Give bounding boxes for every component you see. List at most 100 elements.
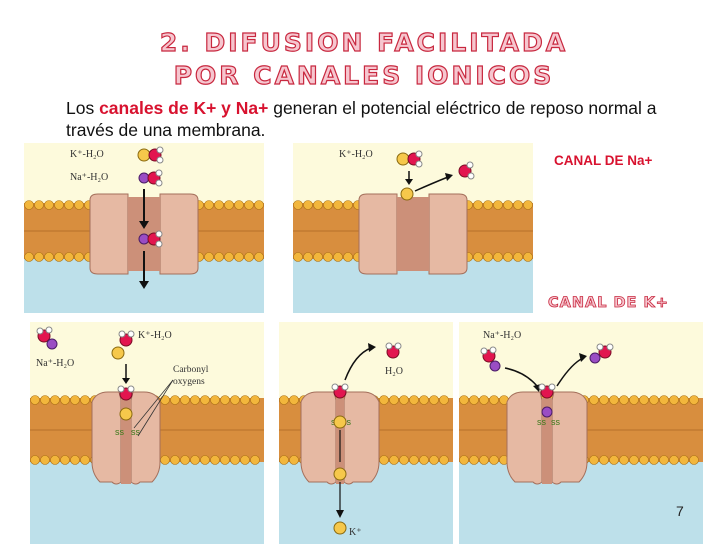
lipid-head — [24, 252, 34, 262]
lipid-head — [254, 252, 264, 262]
h2o-label: H₂O — [385, 366, 403, 377]
lipid-head — [483, 200, 493, 210]
na-ion-at-filter — [538, 383, 556, 418]
lipid-head — [523, 200, 533, 210]
lipid-head — [513, 200, 523, 210]
k-ion-entering — [117, 385, 135, 421]
lipid-head — [379, 395, 389, 405]
lipid-head — [30, 455, 40, 465]
lipid-head — [210, 395, 220, 405]
lipid-head — [399, 455, 409, 465]
lipid-head — [293, 252, 303, 262]
lipid-head — [503, 200, 513, 210]
lipid-head — [30, 395, 40, 405]
lipid-head — [599, 455, 609, 465]
lipid-head — [689, 455, 699, 465]
intro-suffix: generan el potencial eléctrico de reposo… — [66, 98, 657, 140]
lipid-head — [40, 455, 50, 465]
lipid-head — [303, 200, 313, 210]
lipid-head — [503, 252, 513, 262]
lipid-head — [689, 395, 699, 405]
na-channel-label: CANAL DE Na+ — [554, 153, 653, 168]
extracellular-space — [279, 322, 453, 398]
lipid-head — [323, 252, 333, 262]
lipid-head — [40, 395, 50, 405]
channel-protein-left — [89, 193, 129, 275]
lipid-head — [473, 252, 483, 262]
lipid-head — [479, 455, 489, 465]
channel-pore — [397, 197, 429, 271]
rejected-na-ion — [589, 343, 614, 364]
k-h2o-label: K⁺-H₂O — [70, 149, 104, 160]
lipid-head — [244, 252, 254, 262]
bottom-panel-2: ss ss H₂O K⁺ — [279, 322, 453, 544]
lipid-head — [54, 252, 64, 262]
k-h2o-label: K⁺-H₂O — [339, 149, 373, 160]
lipid-head — [649, 395, 659, 405]
lipid-head — [289, 455, 299, 465]
lipid-head — [254, 200, 264, 210]
lipid-head — [190, 395, 200, 405]
lipid-head — [74, 252, 84, 262]
lipid-head — [234, 252, 244, 262]
intro-prefix: Los — [66, 98, 100, 118]
lipid-head — [333, 200, 343, 210]
lipid-head — [639, 455, 649, 465]
lipid-head — [224, 252, 234, 262]
lipid-head — [639, 395, 649, 405]
pointer-line — [133, 379, 174, 429]
lipid-head — [609, 455, 619, 465]
lipid-head — [204, 200, 214, 210]
bottom-panel-3: ss ss Na⁺-H₂O — [459, 322, 703, 544]
lipid-head — [513, 252, 523, 262]
lipid-head — [343, 252, 353, 262]
lipid-head — [200, 455, 210, 465]
k-h2o-label: K⁺-H₂O — [138, 330, 172, 341]
lipid-head — [343, 200, 353, 210]
lipid-head — [303, 252, 313, 262]
lipid-head — [493, 252, 503, 262]
flow-arrow — [504, 367, 538, 387]
lipid-head — [214, 252, 224, 262]
na-h2o-label: Na⁺-H₂O — [36, 358, 74, 369]
lipid-head — [74, 200, 84, 210]
lipid-head — [170, 455, 180, 465]
lipid-head — [469, 455, 479, 465]
lipid-head — [44, 252, 54, 262]
lipid-head — [240, 455, 250, 465]
lipid-head — [24, 200, 34, 210]
lipid-head — [50, 455, 60, 465]
lipid-head — [70, 455, 80, 465]
lipid-head — [399, 395, 409, 405]
intro-paragraph: Los canales de K+ y Na+ generan el poten… — [66, 97, 706, 141]
lipid-head — [170, 395, 180, 405]
lipid-head — [313, 200, 323, 210]
lipid-head — [70, 395, 80, 405]
lipid-head — [54, 200, 64, 210]
lipid-head — [293, 200, 303, 210]
lipid-head — [389, 395, 399, 405]
channel-pore — [121, 398, 131, 484]
lipid-head — [493, 200, 503, 210]
lipid-head — [459, 395, 469, 405]
lipid-head — [250, 455, 260, 465]
k-ion — [400, 187, 414, 201]
intro-highlight: canales de K+ y Na+ — [99, 98, 269, 118]
lipid-head — [589, 395, 599, 405]
lipid-head — [160, 455, 170, 465]
channel-protein-left — [358, 193, 398, 275]
oxygens-label: oxygens — [173, 377, 205, 387]
na-ion-in-channel — [138, 230, 163, 248]
lipid-head — [619, 455, 629, 465]
lipid-head — [669, 455, 679, 465]
lipid-head — [220, 455, 230, 465]
lipid-head — [659, 395, 669, 405]
lipid-head — [619, 395, 629, 405]
hydrated-na-ion — [480, 346, 501, 372]
hydrated-k-ion — [396, 150, 423, 168]
lipid-head — [50, 395, 60, 405]
bottom-panel-1: ss ss K⁺-H₂O Na⁺-H₂O Carbonyl oxygens — [30, 322, 264, 544]
channel-protein-left — [506, 391, 543, 485]
lipid-head — [204, 252, 214, 262]
lipid-head — [469, 395, 479, 405]
